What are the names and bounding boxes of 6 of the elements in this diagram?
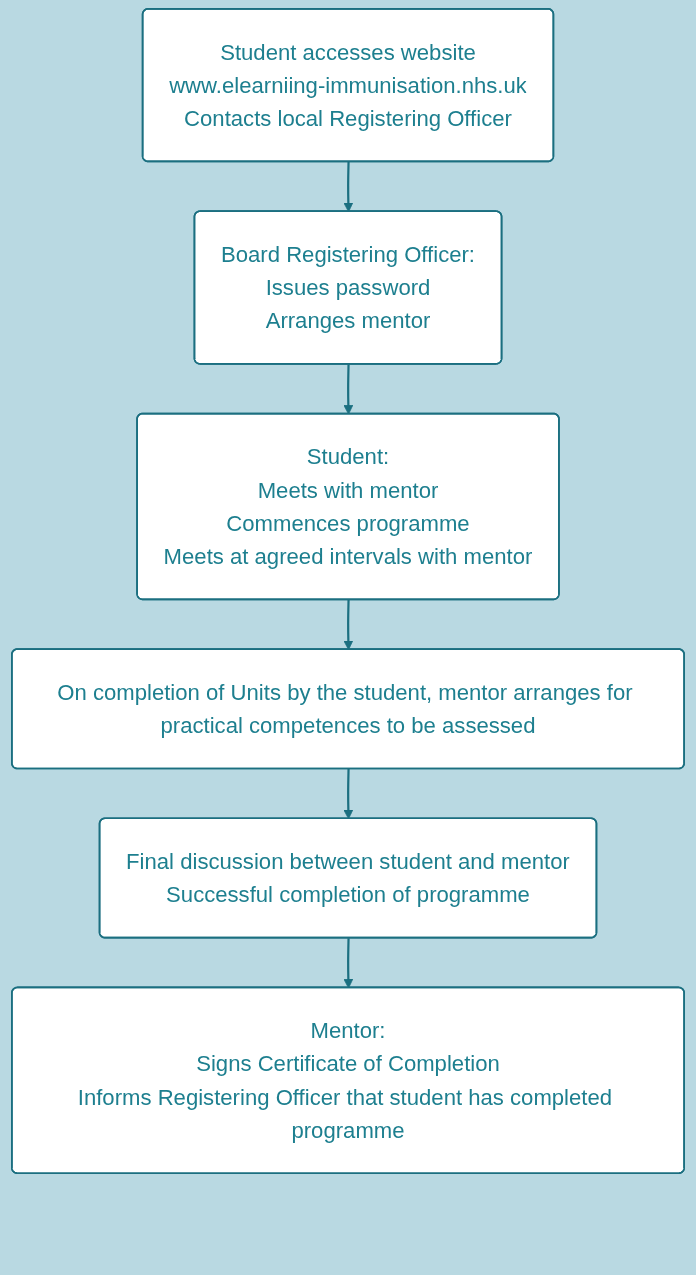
arrow bbox=[343, 769, 354, 820]
arrow bbox=[343, 938, 354, 989]
arrow bbox=[343, 161, 354, 213]
arrow bbox=[343, 364, 354, 415]
arrow bbox=[343, 599, 354, 651]
flowchart: Student accesses website www.elearniing-immunisation.nhs.uk Contacts local Registering Officer Board Registering Officer: Issues password Arranges mentor Student: Meets with mentor Commences programme Meets at agreed intervals with mentor On completion of Units by the student, mentor arranges for practical competences to be assessed Final discussion between student and mentor Successful completion of programme Mentor: Signs Certificate of Completion Informs Registering Officer that student has completed programme bbox=[3, 0, 693, 1183]
